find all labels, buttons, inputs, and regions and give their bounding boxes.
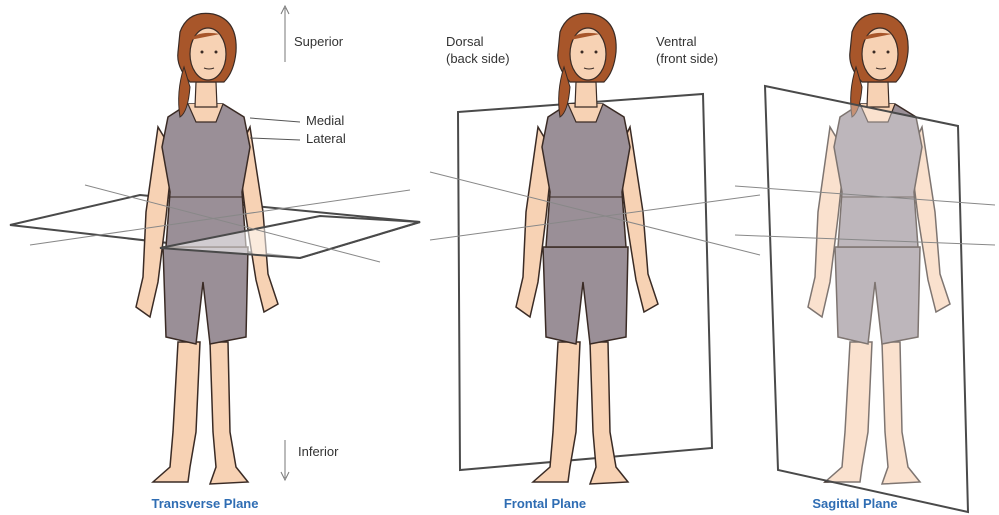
caption-sagittal-plane: Sagittal Plane — [795, 496, 915, 511]
sagittal-plane-sheet — [765, 86, 968, 512]
frontal-figure — [430, 13, 760, 484]
label-dorsal-sub: (back side) — [446, 51, 510, 66]
caption-frontal-plane: Frontal Plane — [490, 496, 600, 511]
lateral-leader — [250, 138, 300, 140]
label-ventral: Ventral — [656, 34, 696, 49]
sagittal-figure — [735, 13, 995, 512]
label-inferior: Inferior — [298, 444, 338, 459]
figure-2 — [516, 13, 658, 484]
medial-leader — [250, 118, 300, 122]
label-ventral-sub: (front side) — [656, 51, 718, 66]
caption-transverse-plane: Transverse Plane — [140, 496, 270, 511]
label-dorsal: Dorsal — [446, 34, 484, 49]
label-superior: Superior — [294, 34, 343, 49]
label-lateral: Lateral — [306, 131, 346, 146]
transverse-figure — [10, 6, 420, 484]
label-medial: Medial — [306, 113, 344, 128]
